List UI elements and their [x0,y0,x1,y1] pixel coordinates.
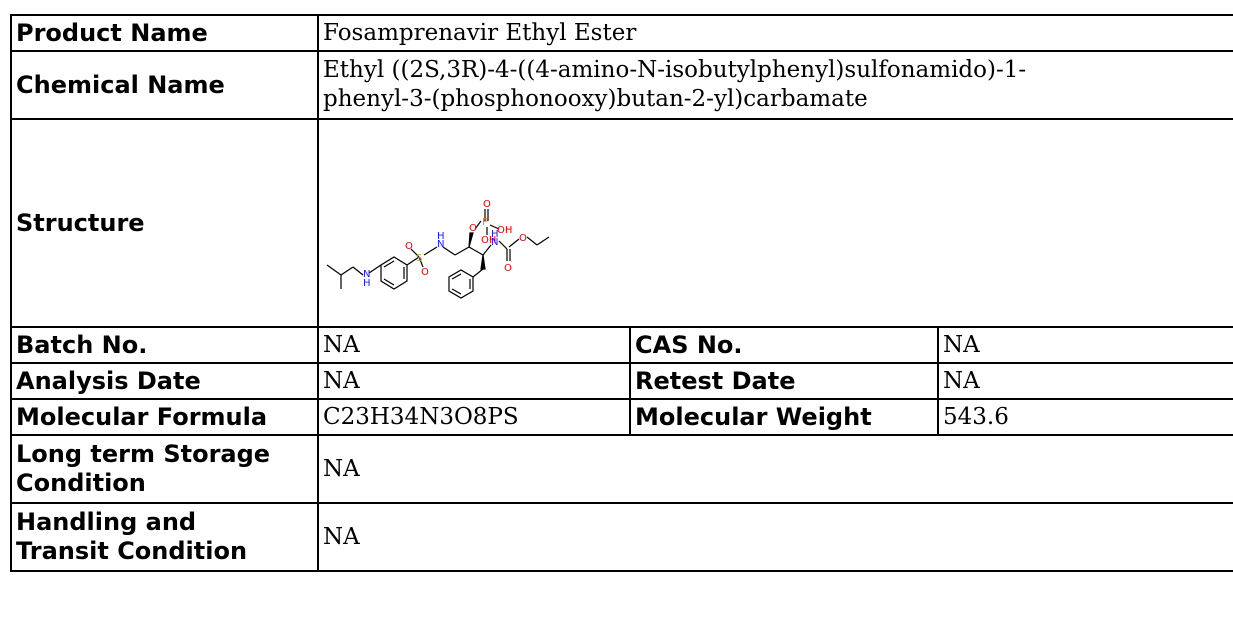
row-dates: Analysis Date NA Retest Date NA [10,362,1233,400]
atom-o-top: O [483,199,491,210]
analysis-date-value: NA [317,362,631,400]
atom-h3: H [491,229,499,240]
molecular-formula-label: Molecular Formula [10,398,319,436]
storage-label-line-2: Condition [16,469,146,497]
atom-p: P [482,217,488,228]
analysis-date-label: Analysis Date [10,362,319,400]
row-chemical-name: Chemical Name Ethyl ((2S,3R)-4-((4-amino… [10,50,1233,120]
row-formula-weight: Molecular Formula C23H34N3O8PS Molecular… [10,398,1233,436]
chemical-structure-image: N H S O O N H O P O OH OH N H O O [326,199,550,299]
chemical-name-line-2: phenyl-3-(phosphonooxy)butan-2-yl)carbam… [323,86,868,112]
handling-label: Handling and Transit Condition [10,502,319,572]
row-batch-cas: Batch No. NA CAS No. NA [10,326,1233,364]
storage-label: Long term Storage Condition [10,434,319,504]
atom-n2: N [437,239,444,250]
atom-o-p: O [469,223,477,234]
atom-oh1: OH [497,225,512,236]
batch-no-value: NA [317,326,631,364]
row-storage: Long term Storage Condition NA [10,434,1233,504]
retest-date-label: Retest Date [629,362,939,400]
batch-no-label: Batch No. [10,326,319,364]
atom-s: S [416,253,422,264]
structure-label: Structure [10,118,319,328]
atom-o-carb: O [504,263,512,274]
handling-label-line-2: Transit Condition [16,537,248,565]
chemical-name-line-1: Ethyl ((2S,3R)-4-((4-amino-N-isobutylphe… [323,57,1027,83]
product-name-value: Fosamprenavir Ethyl Ester [316,14,1233,52]
row-handling: Handling and Transit Condition NA [10,502,1233,572]
chemical-name-label: Chemical Name [10,50,319,120]
storage-value: NA [316,434,1233,504]
atom-oh2: OH [481,235,496,246]
spec-table: Product Name Fosamprenavir Ethyl Ester C… [10,14,1233,572]
product-name-label: Product Name [10,14,319,52]
atom-n3: N [491,237,498,248]
atom-o-ester: O [519,233,527,244]
atom-o-s2: O [421,267,429,278]
cas-no-label: CAS No. [629,326,939,364]
molecular-weight-label: Molecular Weight [629,398,939,436]
row-product-name: Product Name Fosamprenavir Ethyl Ester [10,14,1233,52]
handling-label-line-1: Handling and [16,508,197,536]
structure-cell: N H S O O N H O P O OH OH N H O O [316,118,1233,328]
atom-h1: H [363,278,371,289]
molecular-weight-value: 543.6 [936,398,1233,436]
row-structure: Structure [10,118,1233,328]
chemical-name-value: Ethyl ((2S,3R)-4-((4-amino-N-isobutylphe… [316,50,1233,120]
molecular-formula-value: C23H34N3O8PS [317,398,631,436]
handling-value: NA [316,502,1233,572]
atom-n1: N [363,269,370,280]
cas-no-value: NA [936,326,1233,364]
atom-o-s1: O [405,241,413,252]
storage-label-line-1: Long term Storage [16,440,271,468]
specification-sheet: Product Name Fosamprenavir Ethyl Ester C… [10,14,1233,634]
atom-h2: H [437,231,445,242]
retest-date-value: NA [936,362,1233,400]
